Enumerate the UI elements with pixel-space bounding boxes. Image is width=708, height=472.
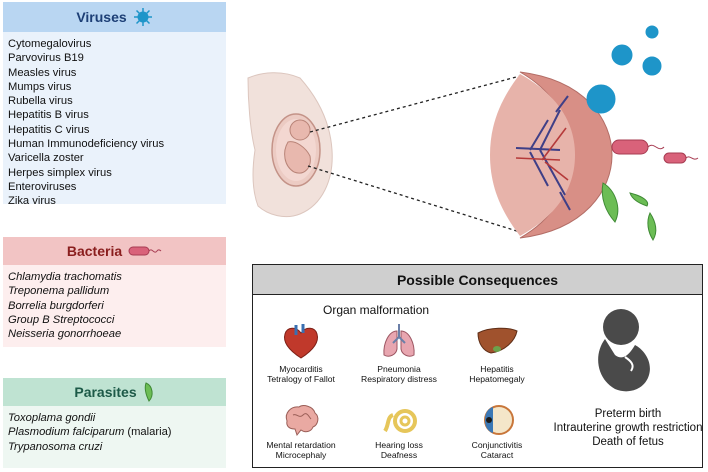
parasite-icon — [144, 382, 153, 402]
organ-brain: Mental retardation Microcephaly — [253, 403, 349, 460]
viruses-title: Viruses — [76, 9, 127, 25]
viruses-panel: Viruses Cytomegalovirus Parvovirus B19 M… — [3, 2, 226, 207]
virus-item: Enteroviruses — [8, 180, 77, 193]
virus-item: Varicella zoster — [8, 152, 84, 165]
parasite-item-name: Plasmodium falciparum — [8, 426, 125, 439]
organ-line1: Hepatitis — [480, 364, 514, 374]
eye-icon — [484, 405, 514, 435]
bacteria-title: Bacteria — [66, 243, 123, 259]
bacteria-item: Group B Streptococci — [8, 313, 115, 326]
organ-line2: Tetralogy of Fallot — [267, 374, 335, 384]
zoom-line-top — [309, 75, 521, 133]
lungs-icon — [383, 324, 415, 357]
viruses-list: Cytomegalovirus Parvovirus B19 Measles v… — [3, 32, 226, 214]
bacteria-item: Borrelia burgdorferi — [8, 299, 104, 312]
virus-item: Hepatitis C virus — [8, 123, 90, 136]
organ-malformation-title: Organ malformation — [323, 303, 430, 317]
organ-line1: Hearing loss — [375, 440, 423, 450]
organ-line2: Microcephaly — [275, 450, 327, 460]
parasites-panel: Parasites Toxoplama gondii Plasmodium fa… — [3, 378, 226, 468]
organ-line2: Cataract — [480, 450, 514, 460]
organ-line1: Conjunctivitis — [471, 440, 523, 450]
placenta-icon — [490, 71, 613, 239]
fetus-icon — [598, 309, 650, 392]
parasites-header: Parasites — [3, 378, 226, 406]
virus-item: Measles virus — [8, 66, 77, 79]
organ-ear: Hearing loss Deafness — [351, 403, 447, 460]
brain-icon — [285, 405, 319, 437]
outcome-item: Death of fetus — [592, 436, 664, 448]
virus-icon — [133, 8, 152, 26]
virus-item: Zika virus — [8, 195, 56, 208]
liver-icon — [477, 327, 518, 354]
zoom-line-bottom — [307, 165, 521, 233]
parasite-icon — [601, 182, 657, 241]
ear-icon — [383, 409, 417, 433]
heart-icon — [284, 324, 318, 359]
outcome-item: Intrauterine growth restriction — [553, 422, 703, 434]
organ-line2: Hepatomegaly — [469, 374, 525, 384]
consequences-title: Possible Consequences — [253, 265, 702, 295]
viruses-header: Viruses — [3, 2, 226, 32]
organ-line1: Myocarditis — [279, 364, 323, 374]
organ-liver: Hepatitis Hepatomegaly — [449, 323, 545, 384]
organ-line1: Mental retardation — [266, 440, 336, 450]
parasite-item: Toxoplama gondii — [8, 412, 96, 424]
virus-item: Rubella virus — [8, 95, 73, 108]
organ-line1: Pneumonia — [377, 364, 421, 374]
parasites-list: Toxoplama gondii Plasmodium falciparum (… — [3, 406, 226, 459]
bacterium-icon — [128, 246, 162, 256]
consequences-panel: Possible Consequences Organ malformation… — [252, 264, 703, 468]
outcomes-list: Preterm birth Intrauterine growth restri… — [553, 407, 703, 449]
bacteria-panel: Bacteria Chlamydia trachomatis Treponema… — [3, 237, 226, 347]
parasites-title: Parasites — [74, 384, 137, 400]
organ-line2: Deafness — [380, 450, 418, 460]
virus-item: Hepatitis B virus — [8, 109, 89, 122]
bacteria-header: Bacteria — [3, 237, 226, 265]
virus-particles-icon — [586, 25, 662, 114]
organ-eye: Conjunctivitis Cataract — [449, 403, 545, 460]
parasite-item: Plasmodium falciparum (malaria) — [8, 425, 221, 439]
virus-item: Cytomegalovirus — [8, 38, 92, 50]
bacteria-item: Neisseria gonorrhoeae — [8, 328, 122, 341]
outcome-item: Preterm birth — [594, 408, 662, 420]
organ-line2: Respiratory distress — [361, 374, 437, 384]
bacteria-item: Treponema pallidum — [8, 285, 110, 298]
bacteria-icon — [611, 139, 699, 164]
bacteria-list: Chlamydia trachomatis Treponema pallidum… — [3, 265, 226, 346]
virus-item: Herpes simplex virus — [8, 166, 112, 179]
organ-heart: Myocarditis Tetralogy of Fallot — [253, 323, 349, 384]
malaria-note: (malaria) — [124, 426, 172, 439]
pregnant-woman-icon — [247, 72, 333, 218]
bacteria-item: Chlamydia trachomatis — [8, 271, 122, 283]
virus-item: Mumps virus — [8, 80, 72, 93]
virus-item: Parvovirus B19 — [8, 52, 84, 65]
virus-item: Human Immunodeficiency virus — [8, 138, 165, 151]
parasite-item: Trypanosoma cruzi — [8, 440, 103, 453]
organ-lungs: Pneumonia Respiratory distress — [351, 323, 447, 384]
